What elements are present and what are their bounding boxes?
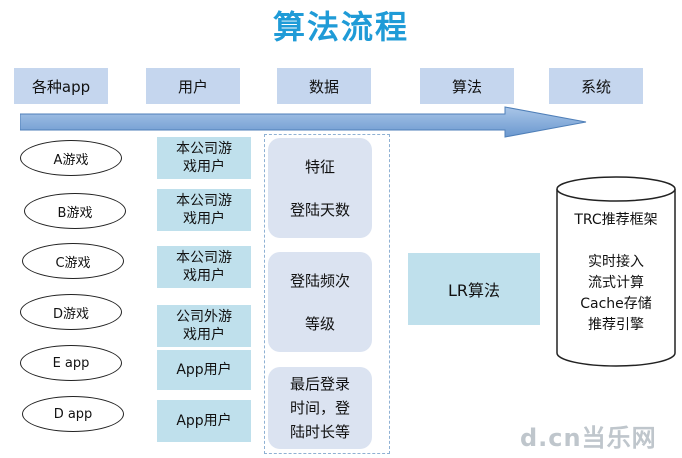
system-item-1: 实时接入 [588,254,644,270]
system-title: TRC推荐框架 [574,212,658,228]
data-box-3-line-2: 时间，登 [289,399,350,417]
stage-system: 系统 [549,68,643,104]
app-oval-c: C游戏 [22,243,124,279]
user-box-4-line-1: 公司外游 [176,309,232,325]
data-box-1-line-2: 登陆天数 [289,201,350,219]
algorithm-box: LR算法 [408,253,540,325]
app-oval-d: D游戏 [20,294,122,330]
data-features-frame [264,134,390,454]
user-box-1: 本公司游戏用户 [157,137,251,179]
system-item-2: 流式计算 [588,275,644,291]
user-box-5-line-1: App用户 [176,362,232,378]
data-box-1-line-1: 特征 [304,158,335,176]
system-item-4: 推荐引擎 [588,317,644,333]
system-item-3: Cache存储 [580,296,652,312]
system-items: 实时接入 流式计算 Cache存储 推荐引擎 [557,252,675,336]
user-box-6-line-1: App用户 [176,413,232,429]
flow-arrow [20,106,587,138]
watermark: d.cn当乐网 [520,424,657,452]
user-box-3: 本公司游戏用户 [157,246,251,288]
user-box-1-line-1: 本公司游 [176,141,232,157]
data-box-2-line-1: 登陆频次 [289,272,350,290]
data-box-3-line-1: 最后登录 [289,375,350,393]
app-oval-e: E app [20,345,122,381]
user-box-2-line-1: 本公司游 [176,193,232,209]
user-box-5: App用户 [157,350,251,390]
system-cylinder [556,176,676,367]
app-oval-a: A游戏 [20,140,122,176]
user-box-3-line-2: 戏用户 [183,268,225,284]
user-box-1-line-2: 戏用户 [183,159,225,175]
stage-users: 用户 [146,68,240,104]
user-box-2: 本公司游戏用户 [157,189,251,231]
data-box-3-line-3: 陆时长等 [289,423,350,441]
data-box-features: 特征 登陆天数 [268,138,372,238]
app-oval-d-app: D app [22,396,124,432]
stage-apps: 各种app [14,68,108,104]
data-box-frequency: 登陆频次 等级 [268,252,372,352]
user-box-4-line-2: 戏用户 [183,327,225,343]
data-box-login: 最后登录 时间，登 陆时长等 [268,367,372,449]
stage-data: 数据 [277,68,371,104]
page-title: 算法流程 [272,8,409,46]
data-box-2-line-2: 等级 [304,315,335,333]
user-box-6: App用户 [157,400,251,442]
user-box-4: 公司外游戏用户 [157,305,251,347]
stage-algorithm: 算法 [420,68,514,104]
app-oval-b: B游戏 [24,193,126,229]
user-box-3-line-1: 本公司游 [176,250,232,266]
user-box-2-line-2: 戏用户 [183,211,225,227]
